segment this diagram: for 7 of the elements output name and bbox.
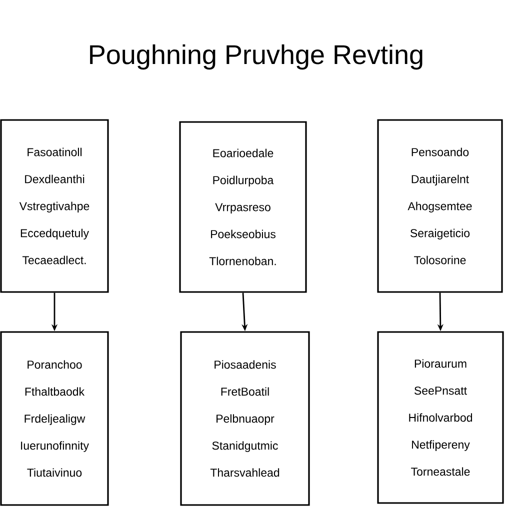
process-box: Pensoando Dautjiarelnt Ahogsemtee Seraigeticio Tolosorine xyxy=(377,119,503,293)
process-box: Poranchoo Fthaltbaodk Frdeljealigw Iuerunofinnity Tiutaivinuo xyxy=(0,331,109,506)
process-box: Piosaadenis FretBoatil Pelbnuaopr Stanidgutmic Tharsvahlead xyxy=(180,331,310,506)
process-box: Pioraurum SeePnsatt Hifnolvarbod Netfipereny Torneastale xyxy=(377,331,504,504)
process-box: Fasoatinoll Dexdleanthi Vstregtivahpe Eccedquetuly Tecaeadlect. xyxy=(0,119,109,293)
process-box: Eoarioedale Poidlurpoba Vrrpasreso Poekseobius Tlornenoban. xyxy=(179,121,307,293)
title: Poughning Pruvhge Revting xyxy=(90,44,422,70)
